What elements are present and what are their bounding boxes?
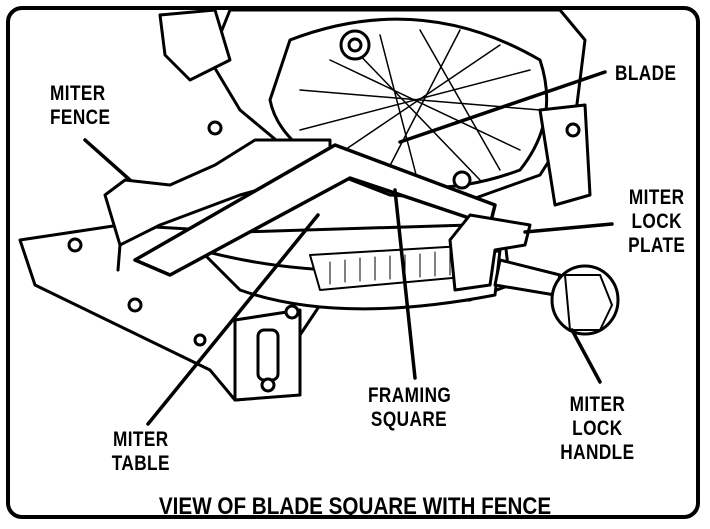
leader-miter-lock-handle xyxy=(570,328,602,384)
miter-lock-plate xyxy=(448,213,532,292)
leader-miter-lock-plate xyxy=(523,222,614,234)
label-miter-lock-plate: MITER LOCK PLATE xyxy=(628,186,686,257)
leader-framing-square xyxy=(393,188,417,380)
label-framing-square: FRAMING SQUARE xyxy=(368,384,452,431)
right-support-post xyxy=(538,103,592,207)
label-blade: BLADE xyxy=(615,62,677,85)
leader-miter-table xyxy=(146,213,320,426)
diagram-caption: VIEW OF BLADE SQUARE WITH FENCE xyxy=(158,493,552,520)
leader-miter-fence xyxy=(83,138,132,182)
guard-handle xyxy=(158,8,232,82)
blade-teeth xyxy=(299,29,541,191)
label-miter-table: MITER TABLE xyxy=(111,428,170,475)
miter-fence xyxy=(103,138,332,247)
miter-lock-handle-shaft xyxy=(493,258,562,297)
label-miter-fence: MITER FENCE xyxy=(50,82,111,129)
leader-blade xyxy=(398,70,607,144)
label-miter-lock-handle: MITER LOCK HANDLE xyxy=(560,393,635,464)
